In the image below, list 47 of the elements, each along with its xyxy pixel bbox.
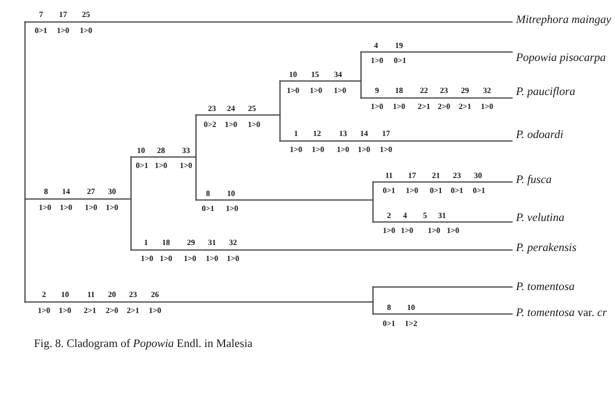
branch-line	[360, 97, 513, 99]
character-numbers: 2 10 11 20 23 26	[42, 290, 159, 298]
taxon-label: P. velutina	[516, 211, 564, 225]
character-state-changes: 0>1 1>0	[202, 204, 238, 212]
character-numbers: 1 12 13 14 17	[294, 128, 390, 138]
taxon-label: P. tomentosa var. cr	[516, 306, 607, 320]
character-state-changes: 0>1 1>2	[382, 318, 418, 328]
character-state-changes: 1>0 0>1	[370, 56, 406, 64]
character-numbers: 8 10	[387, 302, 415, 312]
branch-line	[372, 286, 513, 288]
character-numbers: 7 17 25	[39, 10, 90, 18]
character-state-changes: 1>0 1>0 1>0 1>0	[38, 202, 118, 212]
character-state-changes: 1>0 1>0 2>1 2>0 2>1 1>0	[38, 306, 162, 314]
character-state-changes: 0>1 1>0 1>0	[34, 26, 92, 34]
character-state-changes: 0>1 1>0 0>1 0>1 0>1	[382, 186, 486, 194]
branch-line	[360, 51, 513, 53]
branch-line	[24, 21, 513, 23]
branch-line	[372, 181, 513, 183]
taxon-label: Popowia pisocarpa	[516, 51, 606, 65]
branch-line	[130, 249, 513, 251]
character-numbers: 9 18 22 23 29 32	[375, 86, 491, 94]
taxon-label: Mitrephora maingay	[516, 13, 612, 27]
character-numbers: 23 24 25	[208, 104, 256, 112]
character-numbers: 10 28 33	[137, 146, 190, 154]
taxon-label: P. odoardi	[516, 128, 564, 142]
character-state-changes: 0>1 1>0 1>0	[136, 160, 192, 170]
character-numbers: 4 19	[374, 40, 403, 50]
branch-line	[279, 140, 513, 142]
taxon-label: P. perakensis	[516, 241, 576, 255]
branch-line	[372, 221, 513, 223]
branch-line	[372, 313, 513, 315]
figure-caption: Fig. 8. Cladogram of Popowia Endl. in Malesia	[34, 337, 252, 351]
character-state-changes: 0>2 1>0 1>0	[204, 120, 260, 128]
character-state-changes: 1>0 1>0 1>0	[286, 86, 346, 94]
character-state-changes: 1>0 1>0 2>1 2>0 2>1 1>0	[370, 102, 494, 110]
character-numbers: 10 15 34	[289, 70, 342, 78]
taxon-label: P. pauciflora	[516, 85, 576, 99]
character-numbers: 11 17 21 23 30	[385, 170, 482, 180]
taxon-label: P. fusca	[516, 173, 552, 187]
character-numbers: 8 10	[206, 188, 235, 198]
character-state-changes: 1>0 1>0 1>0 1>0	[382, 226, 460, 234]
character-state-changes: 1>0 1>0 1>0 1>0 1>0	[290, 144, 392, 154]
character-numbers: 2 4 5 31	[387, 210, 446, 220]
character-state-changes: 1>0 1>0 1>0 1>0 1>0	[140, 254, 240, 262]
character-numbers: 8 14 27 30	[44, 186, 116, 196]
character-numbers: 1 18 29 31 32	[144, 238, 237, 246]
taxon-label: P. tomentosa	[516, 280, 575, 294]
